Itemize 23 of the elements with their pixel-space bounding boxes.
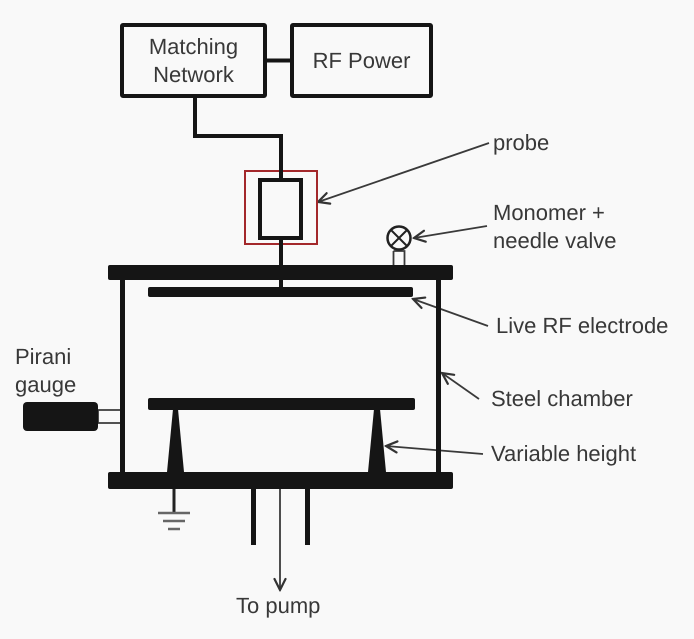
callout-label: Monomer + needle valve: [493, 199, 623, 255]
callout-label: Steel chamber: [491, 385, 633, 413]
callout-label: Variable height: [491, 440, 636, 468]
leader-arrow: [384, 440, 484, 455]
valve-symbol: [386, 225, 412, 251]
leader-arrow: [440, 372, 480, 400]
leader-arrow: [412, 225, 488, 243]
callout-label: To pump: [236, 592, 320, 620]
connector-line: [193, 98, 283, 170]
sample-stage: [148, 398, 415, 472]
gauge-tube: [97, 409, 122, 424]
component-box: RF Power: [290, 23, 433, 98]
valve-stem: [392, 250, 406, 267]
probe-box: [244, 170, 318, 245]
leader-arrow: [412, 296, 488, 327]
leader-arrow: [316, 142, 490, 205]
callout-label: Live RF electrode: [496, 312, 668, 340]
component-box: Matching Network: [120, 23, 267, 98]
flow-arrow: [273, 489, 287, 592]
callout-label: probe: [493, 129, 550, 157]
gauge-label: Pirani gauge: [15, 343, 78, 399]
electrode-plate: [148, 287, 413, 297]
connector-line: [267, 58, 290, 62]
